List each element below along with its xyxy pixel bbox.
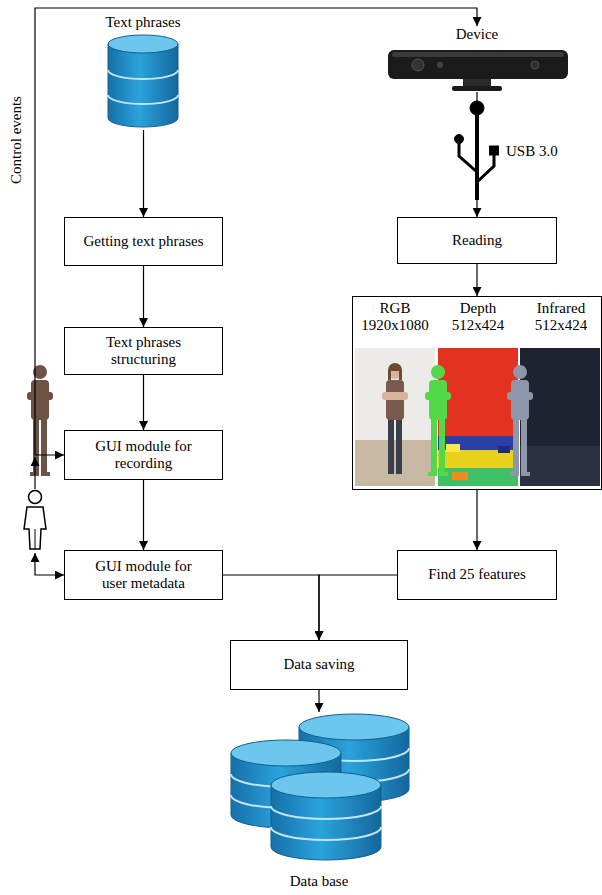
kinect-device xyxy=(388,50,568,91)
database-cylinder xyxy=(271,772,381,860)
connector-arrow xyxy=(143,266,144,327)
node-label: Text phrases xyxy=(105,14,180,31)
frame-ground xyxy=(438,348,518,486)
control-wire xyxy=(34,457,35,489)
connector-arrow xyxy=(143,480,144,550)
user-body xyxy=(24,507,46,549)
cylinder-band xyxy=(108,95,178,104)
database-icon xyxy=(108,35,178,127)
person-leg xyxy=(396,418,402,474)
database-node: Data base xyxy=(219,712,419,890)
node-label: Data base xyxy=(290,873,349,890)
process-box: GUI module for user metadata xyxy=(64,550,223,600)
connector-arrow xyxy=(476,92,477,217)
device-body xyxy=(388,50,568,79)
user-head xyxy=(29,491,42,504)
device-base xyxy=(452,86,502,91)
connector-arrow xyxy=(476,490,477,550)
device-lens xyxy=(437,62,443,68)
process-box: GUI module for recording xyxy=(64,430,223,480)
port-label: USB 3.0 xyxy=(506,143,558,160)
connector-arrow xyxy=(319,575,397,640)
edge-label: Control events xyxy=(8,94,25,186)
connector-arrow xyxy=(143,375,144,430)
device-logo xyxy=(531,61,539,69)
person-hair xyxy=(388,363,402,380)
usb-branch xyxy=(459,143,477,172)
frame-floor xyxy=(355,440,435,486)
database-node: Text phrases xyxy=(83,14,203,130)
person-figure xyxy=(27,365,53,476)
node-label: Find 25 features xyxy=(428,566,525,583)
frame-noise xyxy=(446,444,460,452)
usb-branch-end xyxy=(490,146,499,155)
connector-arrow xyxy=(223,575,319,640)
usb-branch-end xyxy=(455,135,464,144)
node-label: Getting text phrases xyxy=(84,233,204,250)
node-label: Device xyxy=(456,26,498,43)
cylinder-top xyxy=(108,35,178,53)
node-label: Data saving xyxy=(283,656,354,673)
frame-ground xyxy=(520,348,600,486)
node-label: Reading xyxy=(452,232,502,249)
person-leg xyxy=(388,418,394,474)
connector-arrow xyxy=(318,690,319,712)
cylinder-band xyxy=(108,70,178,79)
user-icon xyxy=(24,491,46,550)
database-stack xyxy=(231,714,409,860)
person-figure xyxy=(425,365,451,476)
person-hands xyxy=(382,392,408,400)
node-label: GUI module for user metadata xyxy=(83,558,204,593)
process-box: Reading xyxy=(397,217,557,264)
frame-label: RGB 1920x1080 xyxy=(355,300,435,335)
process-box: Getting text phrases xyxy=(64,217,223,266)
device-stand xyxy=(463,78,491,87)
frame-floor xyxy=(438,468,518,486)
device-lens xyxy=(412,59,424,71)
frame-label: Infrared 512x424 xyxy=(521,300,601,335)
connector-arrow xyxy=(143,130,144,217)
user-leg-gap xyxy=(35,529,36,549)
device-highlight xyxy=(392,52,564,57)
process-box: Data saving xyxy=(230,640,408,690)
frames-panel: RGB 1920x1080Depth 512x424Infrared 512x4… xyxy=(352,296,602,490)
frame-noise xyxy=(498,446,510,453)
frame-floor xyxy=(520,446,600,486)
frame-ground xyxy=(355,348,435,486)
device-node: Device xyxy=(386,26,568,92)
frame-noise xyxy=(452,472,468,480)
rgb-person xyxy=(382,363,408,474)
user-wire xyxy=(35,553,64,575)
cylinder-body xyxy=(108,44,178,127)
usb-branch xyxy=(477,154,494,182)
depth-frame xyxy=(425,348,518,486)
node-label: GUI module for recording xyxy=(83,438,204,473)
infrared-frame xyxy=(507,348,600,486)
person-figure xyxy=(507,365,533,476)
connector-arrow xyxy=(476,264,477,296)
frame-label: Depth 512x424 xyxy=(438,300,518,335)
process-box: Text phrases structuring xyxy=(64,327,223,375)
node-label: Text phrases structuring xyxy=(83,334,204,369)
process-box: Find 25 features xyxy=(397,550,557,600)
